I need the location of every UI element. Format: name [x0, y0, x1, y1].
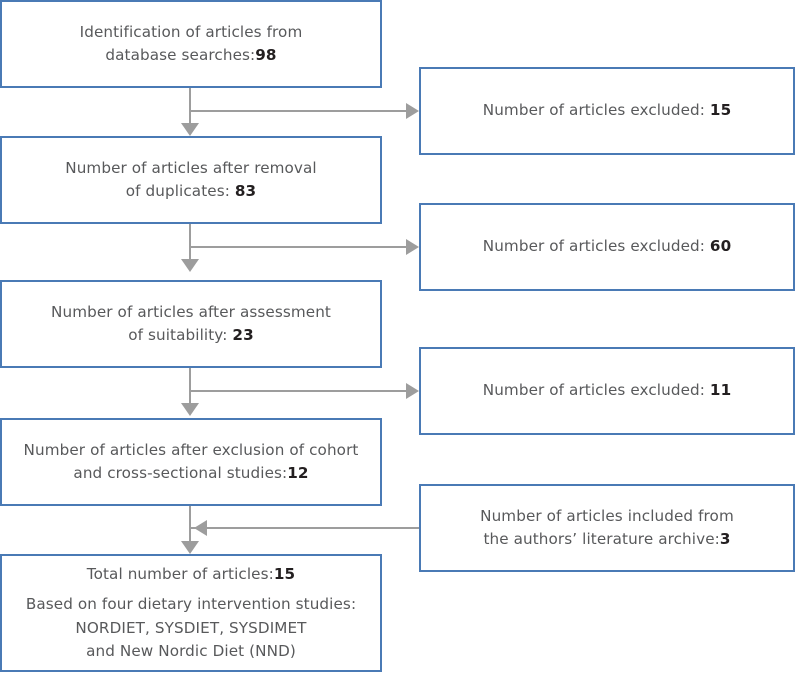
node-after-exclusion-cohort-line-1: Number of articles after exclusion of co…	[23, 440, 359, 459]
node-excluded-3: Number of articles excluded: 11	[419, 347, 795, 435]
node-total-line-4: and New Nordic Diet (NND)	[86, 641, 296, 660]
node-excluded-2-line-1: Number of articles excluded: 60	[483, 235, 732, 258]
node-total-label: Total number of articles:	[86, 565, 274, 584]
node-after-suitability-line-1: Number of articles after assessment	[51, 302, 331, 321]
node-identification-line-1: Identification of articles from	[79, 22, 303, 41]
connector-3-arrow-down-icon	[181, 403, 199, 416]
connector-4-arrow-left-icon	[194, 520, 207, 536]
connector-3-branch-horizontal	[189, 390, 408, 392]
node-after-duplicates: Number of articles after removal of dupl…	[0, 136, 382, 224]
node-identification-label: database searches:	[105, 46, 256, 64]
connector-2-branch-horizontal	[189, 246, 408, 248]
node-excluded-3-label: Number of articles excluded:	[482, 381, 705, 400]
connector-2-arrow-down-icon	[181, 259, 199, 272]
node-identification-line-2: database searches:98	[105, 44, 276, 67]
connector-1-branch-horizontal	[189, 110, 408, 112]
node-excluded-3-value: 11	[709, 381, 732, 400]
node-included-archive-line-1: Number of articles included from	[480, 506, 734, 525]
node-total: Total number of articles:15 Based on fou…	[0, 554, 382, 672]
node-excluded-2-value: 60	[709, 237, 732, 256]
connector-1-arrow-down-icon	[181, 123, 199, 136]
node-identification: Identification of articles from database…	[0, 0, 382, 88]
node-after-exclusion-cohort-value: 12	[287, 464, 309, 482]
node-total-line-2: Based on four dietary intervention studi…	[25, 595, 357, 614]
node-after-suitability-label: of suitability:	[128, 326, 228, 344]
connector-3-arrow-right-icon	[406, 383, 419, 399]
node-excluded-3-line-1: Number of articles excluded: 11	[483, 379, 732, 402]
node-after-exclusion-cohort-line-2: and cross-sectional studies:12	[73, 462, 308, 485]
node-after-suitability-line-2: of suitability: 23	[128, 324, 254, 347]
node-after-duplicates-line-1: Number of articles after removal	[65, 158, 317, 177]
node-excluded-2: Number of articles excluded: 60	[419, 203, 795, 291]
connector-2-arrow-right-icon	[406, 239, 419, 255]
node-after-exclusion-cohort-label: and cross-sectional studies:	[73, 464, 288, 482]
node-excluded-1-label: Number of articles excluded:	[482, 101, 705, 120]
node-included-archive-line-2: the authors’ literature archive:3	[483, 528, 730, 551]
connector-4-arrow-down-icon	[181, 541, 199, 554]
node-after-duplicates-value: 83	[234, 182, 257, 200]
node-total-value: 15	[273, 565, 296, 584]
node-excluded-1-line-1: Number of articles excluded: 15	[483, 99, 732, 122]
node-total-line-1: Total number of articles:15	[87, 563, 295, 586]
node-excluded-2-label: Number of articles excluded:	[482, 237, 705, 256]
node-excluded-1-value: 15	[709, 101, 732, 120]
node-included-archive-value: 3	[719, 530, 731, 548]
node-after-suitability: Number of articles after assessment of s…	[0, 280, 382, 368]
connector-1-arrow-right-icon	[406, 103, 419, 119]
node-total-line-3: NORDIET, SYSDIET, SYSDIMET	[75, 618, 307, 637]
node-included-archive: Number of articles included from the aut…	[419, 484, 795, 572]
connector-4-merge-horizontal	[190, 527, 420, 529]
node-after-duplicates-line-2: of duplicates: 83	[126, 180, 256, 203]
node-after-suitability-value: 23	[232, 326, 254, 344]
node-after-duplicates-label: of duplicates:	[125, 182, 230, 200]
node-excluded-1: Number of articles excluded: 15	[419, 67, 795, 155]
node-identification-value: 98	[255, 46, 277, 64]
node-after-exclusion-cohort: Number of articles after exclusion of co…	[0, 418, 382, 506]
node-included-archive-label: the authors’ literature archive:	[483, 530, 720, 548]
